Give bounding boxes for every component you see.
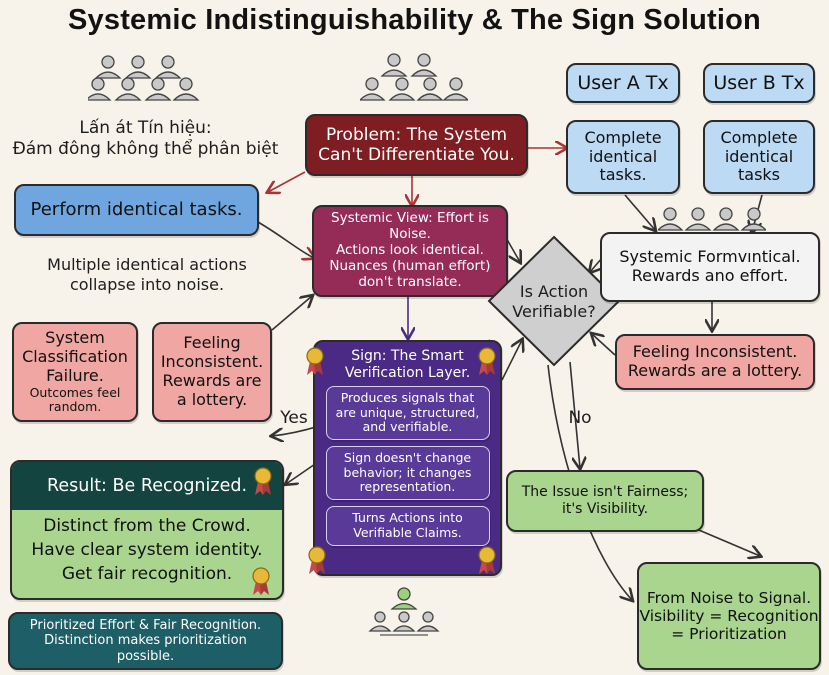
issue-line: it's Visibility.	[561, 501, 649, 517]
sign-bullet-signals: Produces signals that are unique, struct…	[325, 386, 490, 441]
prioritized-line: Distinction makes prioritization	[44, 633, 247, 649]
decision-text: Is Action Verifiable?	[486, 282, 622, 322]
user-b-label-box: User B Tx	[703, 63, 815, 103]
feeling-right-line: Rewards are a lottery.	[627, 361, 803, 380]
crowd-icon	[368, 587, 440, 636]
sign-b1-line: Produces signals that	[340, 389, 475, 405]
decision-line: Verifiable?	[512, 302, 596, 321]
perform-box: Perform identical tasks.	[14, 184, 259, 236]
prioritized-line: possible.	[116, 648, 175, 664]
feeling-left-box: Feeling Inconsistent. Rewards are a lott…	[152, 322, 272, 422]
classification-failure-box: System Classification Failure. Outcomes …	[12, 322, 138, 422]
noise-signal-line: = Prioritization	[671, 625, 787, 644]
issue-line: The Issue isn't Fairness;	[521, 484, 689, 501]
systemic-form-box: Systemic Formvıntical. Rewards ano effor…	[600, 232, 820, 302]
vietnamese-line-1: Lấn át Tín hiệu:	[79, 118, 212, 138]
result-line: Get fair recognition.	[61, 564, 233, 585]
result-box: Result: Be Recognized. Distinct from the…	[10, 460, 284, 600]
sign-bullet-representation: Sign doesn't change behavior; it changes…	[325, 446, 490, 501]
vietnamese-caption: Lấn át Tín hiệu: Đám đông không thể phân…	[8, 118, 283, 161]
sign-b1-line: and verifiable.	[362, 419, 453, 435]
systemic-view-line: Actions look identical.	[336, 242, 484, 259]
classification-line: Failure.	[46, 365, 104, 385]
medal-icon	[306, 347, 324, 375]
user-a-task-line: Complete	[584, 127, 662, 147]
noise-caption-line-2: collapse into noise.	[69, 275, 225, 294]
sign-b1-line: are unique, structured,	[335, 404, 480, 420]
systemic-view-line: Systemic View: Effort is Noise.	[331, 210, 489, 243]
user-b-task-box: Complete identical tasks	[703, 120, 815, 194]
systemic-view-box: Systemic View: Effort is Noise. Actions …	[312, 205, 508, 297]
noise-signal-line: From Noise to Signal.	[646, 588, 812, 607]
decision-diamond: Is Action Verifiable?	[486, 234, 622, 368]
diagram-title: Systemic Indistinguishability & The Sign…	[68, 4, 761, 36]
user-a-task-line: identical	[588, 146, 658, 166]
sign-b3-line: Verifiable Claims.	[353, 525, 462, 541]
systemic-form-line: Rewards ano effort.	[631, 266, 789, 285]
sign-title-line: Sign: The Smart	[351, 348, 464, 364]
feeling-left-line: Feeling	[183, 333, 241, 353]
systemic-form-line: Systemic Formvıntical.	[619, 247, 801, 267]
user-a-label-box: User A Tx	[566, 63, 680, 103]
noise-caption-line-1: Multiple identical actions	[47, 255, 247, 274]
noise-caption: Multiple identical actions collapse into…	[22, 255, 272, 295]
no-label: No	[568, 408, 592, 428]
feeling-left-line: Rewards are	[162, 371, 262, 390]
user-a-task-box: Complete identical tasks.	[566, 120, 680, 194]
decision-line: Is Action	[519, 282, 589, 301]
classification-small-line: Outcomes feel	[29, 384, 121, 400]
systemic-view-line: don't translate.	[358, 273, 462, 290]
user-b-label: User B Tx	[713, 71, 805, 94]
noise-to-signal-box: From Noise to Signal. Visibility = Recog…	[637, 562, 821, 670]
user-b-task-line: identical	[724, 146, 794, 166]
crowd-icon	[88, 55, 200, 101]
vietnamese-line-2: Đám đông không thể phân biệt	[12, 139, 279, 160]
medal-icon	[252, 567, 270, 595]
classification-small-line: random.	[48, 399, 102, 415]
classification-line: System	[45, 327, 105, 347]
user-b-task-line: Complete	[720, 127, 798, 147]
systemic-view-line: Nuances (human effort)	[329, 257, 491, 274]
diamond-shape	[487, 235, 621, 367]
sign-layer-box: Sign: The Smart Verification Layer. Prod…	[313, 340, 502, 576]
result-line: Distinct from the Crowd.	[43, 516, 251, 536]
perform-text: Perform identical tasks.	[30, 199, 243, 221]
user-a-label: User A Tx	[577, 71, 669, 94]
issue-box: The Issue isn't Fairness; it's Visibilit…	[506, 470, 704, 532]
problem-line-2: Can't Differentiate You.	[318, 145, 515, 165]
sign-title-line: Verification Layer.	[344, 364, 471, 381]
sign-b2-line: behavior; it changes	[343, 464, 472, 480]
prioritized-line: Prioritized Effort & Fair Recognition.	[29, 618, 262, 633]
result-line: Have clear system identity.	[31, 540, 263, 561]
feeling-right-box: Feeling Inconsistent. Rewards are a lott…	[615, 334, 815, 390]
user-a-task-line: tasks.	[599, 165, 647, 185]
medal-icon	[478, 546, 496, 574]
user-b-task-line: tasks	[737, 165, 780, 185]
result-title: Result: Be Recognized.	[46, 475, 248, 496]
feeling-left-line: Inconsistent.	[160, 352, 264, 372]
sign-b2-line: representation.	[359, 479, 456, 495]
crowd-icon	[360, 53, 468, 101]
sign-b2-line: Sign doesn't change	[343, 449, 472, 465]
problem-line-1: Problem: The System	[325, 124, 508, 145]
feeling-right-line: Feeling Inconsistent.	[632, 342, 798, 362]
sign-bullet-claims: Turns Actions into Verifiable Claims.	[325, 506, 490, 547]
prioritized-box: Prioritized Effort & Fair Recognition. D…	[8, 612, 283, 670]
feeling-left-line: a lottery.	[176, 389, 248, 409]
noise-signal-line: Visibility = Recognition	[639, 606, 819, 625]
classification-line: Classification	[22, 346, 128, 366]
crowd-icon	[658, 207, 766, 231]
yes-label: Yes	[280, 408, 308, 428]
medal-icon	[478, 347, 496, 375]
result-header: Result: Be Recognized.	[12, 462, 282, 510]
problem-box: Problem: The System Can't Differentiate …	[305, 114, 528, 176]
sign-b3-line: Turns Actions into	[352, 510, 463, 526]
medal-icon	[308, 546, 326, 574]
medal-icon	[254, 467, 272, 495]
